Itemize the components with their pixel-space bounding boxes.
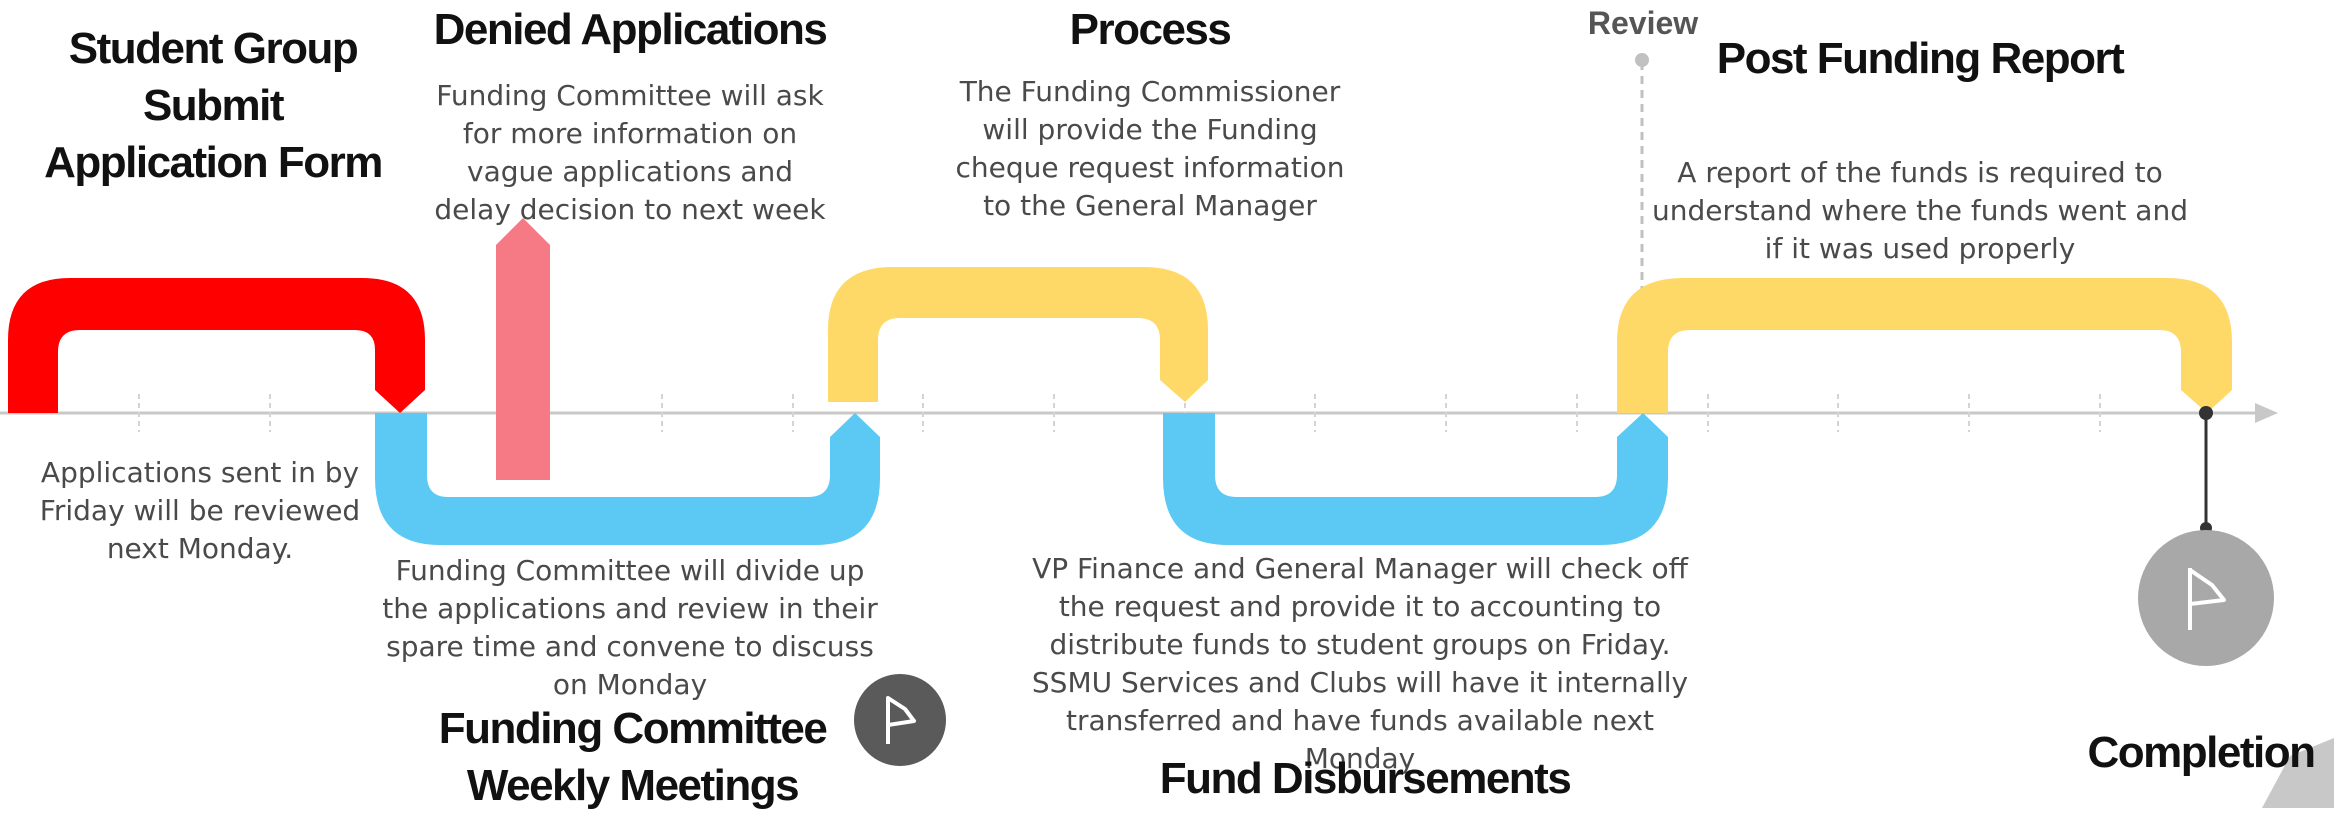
weekly-arc [375, 413, 880, 545]
axis-arrowhead [2255, 403, 2278, 423]
completion-node [2199, 406, 2213, 420]
disburse-arc [1163, 413, 1668, 545]
disburse-desc: VP Finance and General Manager will chec… [1031, 552, 1689, 775]
report-desc: A report of the funds is required to und… [1652, 156, 2188, 265]
report-title: Post Funding Report [1716, 34, 2125, 83]
review-label: Review [1587, 5, 1699, 41]
completion-circle [2138, 530, 2274, 666]
process-desc: The Funding Commissioner will provide th… [955, 75, 1345, 222]
process-title: Process [1069, 5, 1232, 54]
report-arc [1617, 278, 2232, 413]
submit-title: Student Group Submit Application Form [44, 24, 383, 187]
completion-title: Completion [2087, 728, 2316, 777]
weekly-title: Funding Committee Weekly Meetings [438, 704, 828, 810]
denied-title: Denied Applications [433, 5, 828, 54]
flag-icon [2188, 568, 2226, 630]
flag-icon [886, 696, 916, 744]
denied-bar [496, 218, 550, 480]
process-arc [828, 267, 1208, 402]
submit-arc [8, 278, 425, 413]
corner-decoration [2262, 738, 2334, 808]
submit-desc: Applications sent in by Friday will be r… [39, 456, 361, 565]
weekly-desc: Funding Committee will divide up the app… [382, 554, 878, 701]
disburse-title: Fund Disbursements [1159, 754, 1572, 803]
weekly-flag-circle [854, 674, 946, 766]
review-marker-dot [1635, 53, 1649, 67]
denied-desc: Funding Committee will ask for more info… [434, 79, 826, 226]
